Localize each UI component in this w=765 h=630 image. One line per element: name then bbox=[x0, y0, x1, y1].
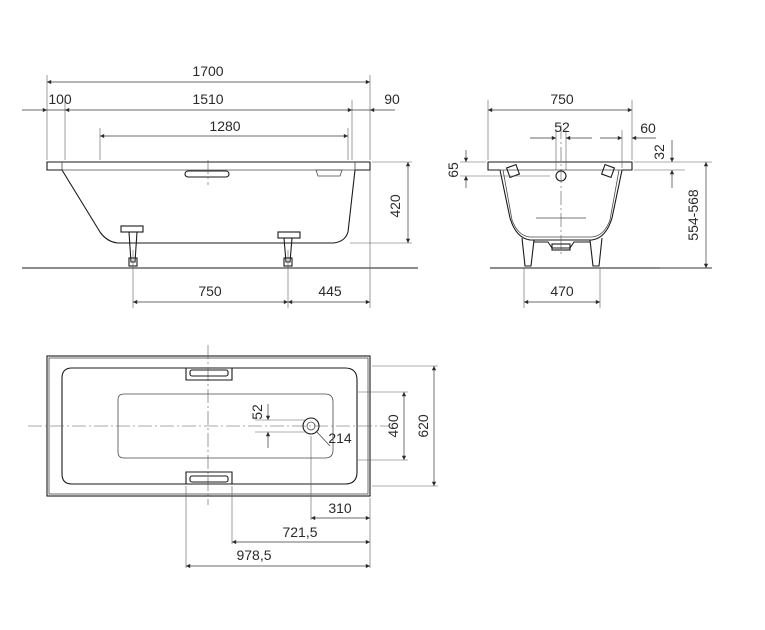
dim-left-rim: 100 bbox=[48, 91, 72, 107]
dim-end-feet-width: 470 bbox=[550, 283, 574, 299]
dim-plan-drain-to-end: 310 bbox=[328, 500, 352, 516]
dim-plan-drain-offset: 52 bbox=[249, 404, 265, 420]
dim-right-rim: 90 bbox=[384, 91, 400, 107]
side-tub-body bbox=[46, 161, 371, 244]
dim-foot-offset: 445 bbox=[318, 283, 342, 299]
side-foot-left bbox=[120, 225, 144, 267]
plan-drain bbox=[302, 417, 320, 435]
dim-end-rim-top: 32 bbox=[651, 144, 667, 160]
end-feet bbox=[521, 237, 603, 267]
side-view: 1700 100 1510 90 1280 420 750 445 bbox=[22, 63, 418, 308]
dim-end-width: 750 bbox=[550, 91, 574, 107]
side-foot-right bbox=[277, 231, 301, 267]
end-tub-body bbox=[487, 161, 633, 241]
dim-bottom-length: 1280 bbox=[209, 118, 240, 134]
end-view: 750 52 60 65 32 554-568 470 bbox=[445, 91, 712, 308]
dim-plan-handle-to-drain: 721,5 bbox=[282, 524, 317, 540]
plan-handle-top bbox=[185, 368, 233, 381]
plan-handle-bottom bbox=[185, 471, 233, 484]
dim-overall-length: 1700 bbox=[192, 63, 223, 79]
dim-end-drain: 52 bbox=[554, 119, 570, 135]
dim-plan-outer-width: 620 bbox=[415, 414, 431, 438]
dim-inner-length: 1510 bbox=[192, 91, 223, 107]
dim-end-rim-right: 60 bbox=[640, 120, 656, 136]
dim-plan-handle-to-end: 978,5 bbox=[236, 547, 271, 563]
plan-view: 52 214 460 620 310 721,5 978,5 bbox=[28, 345, 438, 569]
dim-tub-height: 420 bbox=[387, 194, 403, 218]
dim-plan-inner-width: 460 bbox=[385, 414, 401, 438]
dim-plan-drain-radius: 214 bbox=[328, 430, 352, 446]
dim-feet-spacing: 750 bbox=[198, 283, 222, 299]
dim-end-rim-height: 65 bbox=[445, 162, 461, 178]
dim-end-total-height: 554-568 bbox=[685, 189, 701, 241]
side-grab-handle bbox=[184, 160, 230, 185]
